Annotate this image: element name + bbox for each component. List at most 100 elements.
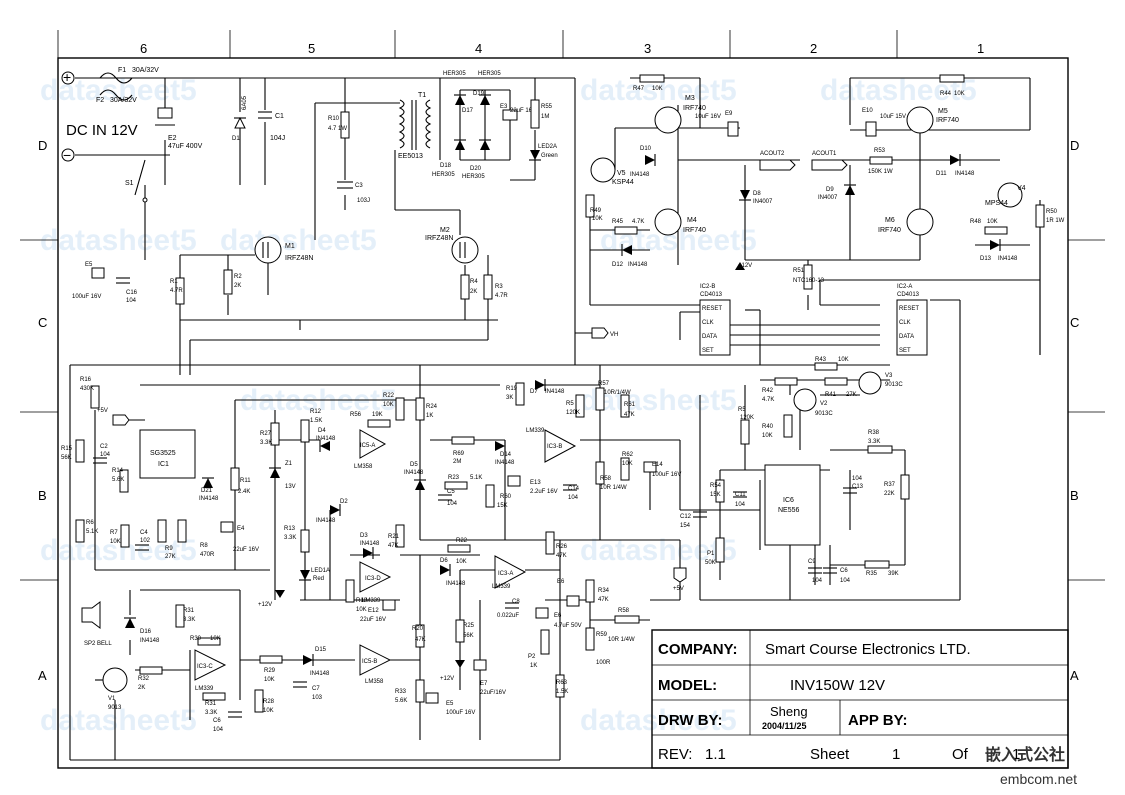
led-led1a: LED1A Red	[299, 568, 330, 582]
resistor-r69: R5 120K	[738, 407, 754, 445]
svg-text:22K: 22K	[884, 491, 895, 497]
svg-text:R44: R44	[940, 91, 952, 97]
dc-input-terminals: + − DC IN 12V	[61, 69, 138, 163]
svg-text:1K: 1K	[530, 663, 537, 669]
svg-text:9013C: 9013C	[815, 411, 833, 417]
svg-text:C9: C9	[808, 559, 816, 565]
capacitor-e6: E6 4.7uF 50V	[535, 607, 582, 629]
svg-text:R27: R27	[260, 431, 272, 437]
svg-text:10K: 10K	[762, 433, 773, 439]
svg-text:R5: R5	[566, 401, 574, 407]
svg-text:C2: C2	[100, 444, 108, 450]
capacitor-c7: C7 103	[293, 681, 323, 701]
rev-value: 1.1	[705, 746, 726, 763]
svg-text:datasheet5: datasheet5	[40, 534, 197, 567]
svg-text:4.7uF 50V: 4.7uF 50V	[554, 623, 582, 629]
svg-text:M3: M3	[685, 95, 695, 102]
resistor-r54: R56 19K	[350, 412, 391, 428]
svg-text:10K: 10K	[838, 357, 849, 363]
svg-text:E7: E7	[480, 681, 488, 687]
resistor-r12: R12 1.5K	[300, 409, 322, 443]
svg-text:D: D	[1070, 138, 1079, 153]
svg-text:D7: D7	[530, 389, 538, 395]
svg-text:R25: R25	[463, 623, 475, 629]
svg-text:R69: R69	[453, 451, 465, 457]
resistor-r39: R38 3.3K	[867, 430, 893, 454]
svg-text:R16: R16	[80, 377, 92, 383]
resistor-r46: R44 10K	[939, 74, 965, 97]
svg-text:4.7K: 4.7K	[762, 397, 774, 403]
resistor-r3: R3 4.7R	[483, 274, 508, 300]
svg-text:470R: 470R	[200, 552, 215, 558]
svg-text:D17: D17	[462, 108, 474, 114]
capacitor-c12: C12 154	[680, 511, 707, 529]
svg-text:10K: 10K	[954, 91, 965, 97]
svg-text:C13: C13	[852, 484, 864, 490]
bell-sp2: SP2 BELL	[81, 601, 112, 647]
svg-text:R51: R51	[793, 268, 805, 274]
svg-text:27K: 27K	[846, 392, 857, 398]
capacitor-c11: C11 104	[733, 491, 747, 508]
svg-text:R62: R62	[622, 452, 634, 458]
svg-text:R34: R34	[598, 588, 610, 594]
net-plus12v-bottom: +12V	[440, 660, 465, 682]
svg-text:E4: E4	[237, 526, 245, 532]
resistor-r23: R24 1K	[415, 397, 438, 421]
resistor-r63: R63 1.5K	[555, 674, 568, 698]
diode-d21: D21 IN4148	[199, 477, 219, 502]
diode-d2: D2 IN4148	[316, 499, 348, 524]
resistor-r2: R2 2K	[223, 269, 242, 295]
svg-text:104: 104	[100, 452, 111, 458]
resistor-r44: R45 4.7K	[612, 219, 644, 235]
pot-p1: P1 50K	[705, 537, 725, 566]
svg-text:154: 154	[680, 523, 691, 529]
resistor-r24: R23 5.1K	[444, 475, 482, 490]
svg-text:R7: R7	[110, 530, 118, 536]
svg-text:datasheet5: datasheet5	[220, 224, 377, 257]
svg-text:2K: 2K	[138, 685, 145, 691]
svg-text:IC2-A: IC2-A	[897, 284, 912, 290]
svg-text:103J: 103J	[357, 198, 370, 204]
diode-d6: D6 IN4148	[440, 558, 466, 587]
svg-text:R54: R54	[710, 483, 722, 489]
resistor-r55: R57 10R/1/4W	[595, 381, 631, 411]
svg-text:C: C	[38, 315, 47, 330]
svg-text:datasheet5: datasheet5	[580, 384, 737, 417]
svg-text:R31: R31	[205, 701, 217, 707]
resistor-r1: R1 4.7R	[170, 277, 185, 305]
svg-text:10K: 10K	[592, 216, 603, 222]
svg-text:1.5K: 1.5K	[310, 418, 322, 424]
mosfet-m1: M1 IRFZ48N	[254, 236, 313, 264]
ic-ic2-a: IC2-A CD4013 RESET CLK DATA SET	[896, 284, 928, 356]
resistor-r27: R27 3.3K	[260, 422, 280, 446]
corner-brand: 嵌入式公社 embcom.net	[985, 745, 1077, 787]
svg-text:D5: D5	[410, 462, 418, 468]
svg-text:IN4148: IN4148	[545, 389, 565, 395]
svg-text:104: 104	[812, 578, 823, 584]
svg-text:R20: R20	[412, 626, 424, 632]
svg-text:Red: Red	[313, 576, 324, 582]
svg-text:R58: R58	[618, 608, 630, 614]
svg-text:D16: D16	[140, 629, 152, 635]
svg-text:R31: R31	[183, 608, 195, 614]
svg-text:430K: 430K	[80, 386, 94, 392]
svg-text:4.7R: 4.7R	[495, 293, 508, 299]
capacitor-c13: 104 C13	[843, 476, 864, 494]
svg-text:E14: E14	[652, 462, 663, 468]
svg-text:C12: C12	[680, 514, 692, 520]
svg-text:10R 1/4W: 10R 1/4W	[600, 485, 627, 491]
resistor-r45: R47 10K	[633, 74, 665, 92]
svg-text:2K: 2K	[470, 289, 477, 295]
svg-text:E6: E6	[557, 579, 565, 585]
resistor-r8: R8 470R	[177, 519, 215, 558]
svg-text:IN4148: IN4148	[446, 581, 466, 587]
svg-text:R5: R5	[738, 407, 746, 413]
svg-text:104: 104	[840, 578, 851, 584]
svg-text:IC5-B: IC5-B	[362, 659, 377, 665]
resistor-r41: R41 27K	[824, 377, 857, 398]
svg-text:R8: R8	[200, 543, 208, 549]
svg-text:R41: R41	[825, 392, 837, 398]
svg-text:10K: 10K	[210, 636, 221, 642]
svg-text:D6: D6	[440, 558, 448, 564]
svg-text:R15: R15	[61, 446, 73, 452]
